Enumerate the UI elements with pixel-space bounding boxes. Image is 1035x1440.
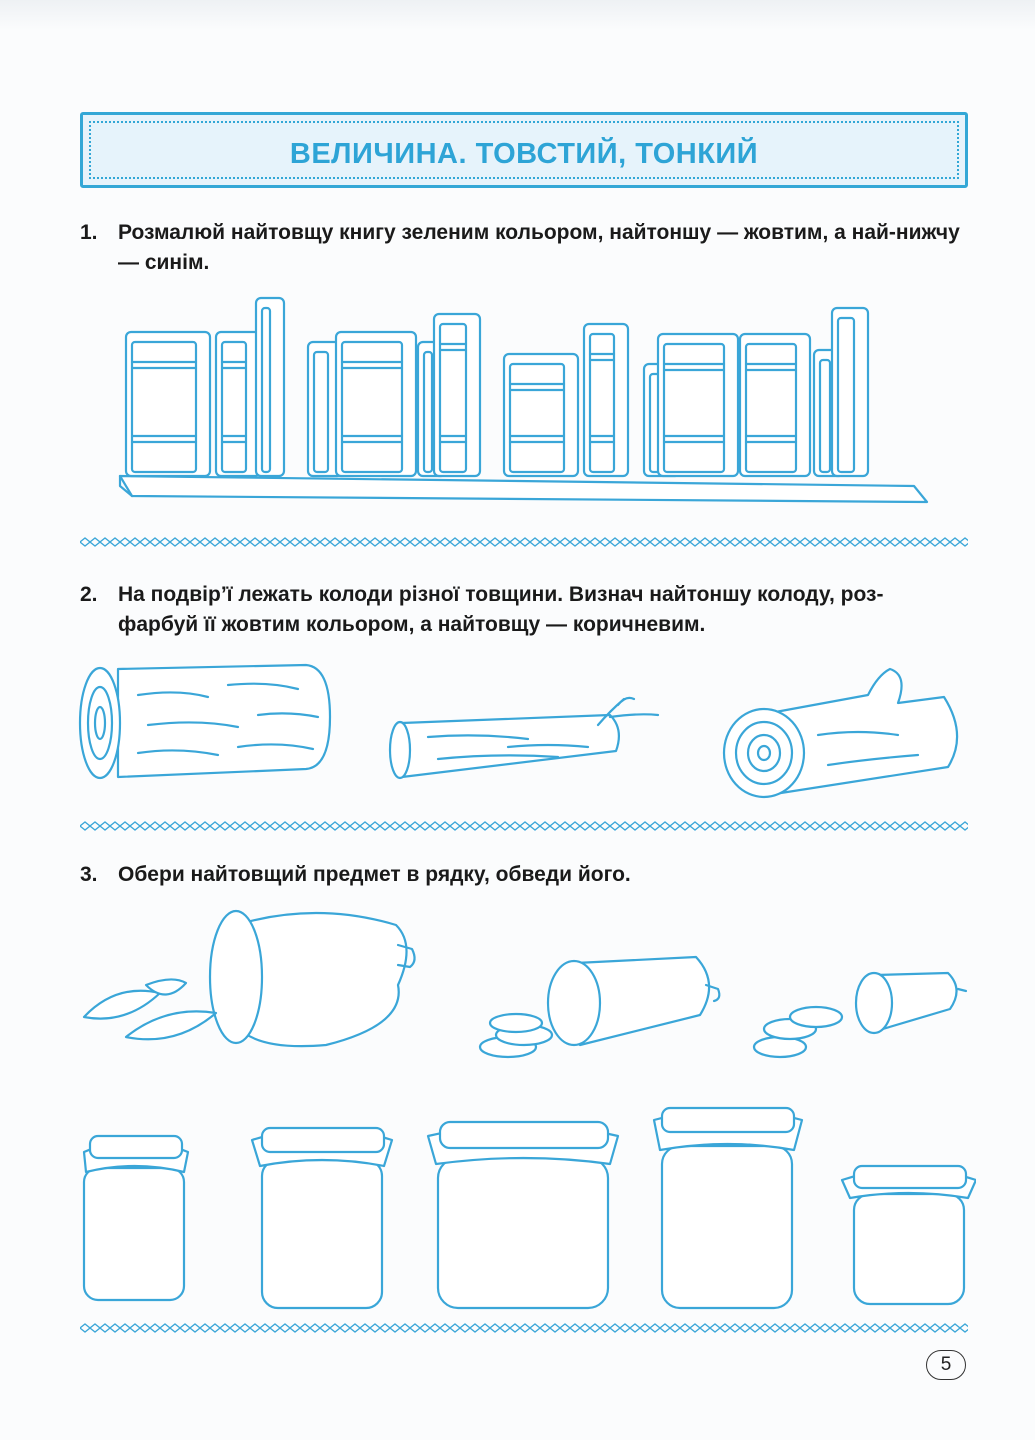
medium-log <box>722 667 959 799</box>
book <box>656 332 740 478</box>
divider <box>80 1322 968 1334</box>
thin-log <box>388 696 660 780</box>
sausages-illustration <box>76 905 976 1075</box>
task-3: 3. Обери найтовщий предмет в рядку, обве… <box>80 860 960 890</box>
book <box>582 322 630 478</box>
task-2-number: 2. <box>80 583 98 606</box>
task-3-text: Обери найтовщий предмет в рядку, обведи … <box>118 863 631 886</box>
book <box>830 306 870 478</box>
book <box>254 296 286 478</box>
logs-illustration <box>78 655 978 805</box>
thick-sausage <box>82 909 416 1048</box>
jar-1 <box>82 1134 190 1302</box>
thick-log <box>78 663 332 780</box>
task-1-text: Розмалюй найтовщу книгу зеленим кольором… <box>118 221 960 274</box>
jar-5 <box>840 1164 976 1306</box>
divider <box>80 820 968 832</box>
task-2: 2. На подвір’ї лежать колоди різної товщ… <box>80 580 960 640</box>
jar-2 <box>250 1126 394 1310</box>
divider <box>80 536 968 548</box>
task-3-number: 3. <box>80 863 98 886</box>
book <box>214 330 262 478</box>
book <box>502 352 580 478</box>
book <box>124 330 212 478</box>
task-1: 1. Розмалюй найтовщу книгу зеленим кольо… <box>80 218 960 278</box>
thin-sausage <box>752 971 968 1059</box>
book <box>738 332 812 478</box>
task-2-text: На подвір’ї лежать колоди різної товщини… <box>118 583 884 636</box>
title-banner-border <box>89 121 959 179</box>
page-number: 5 <box>926 1350 966 1380</box>
page-title: ВЕЛИЧИНА. ТОВСТИЙ, ТОНКИЙ <box>289 138 759 170</box>
title-banner: ВЕЛИЧИНА. ТОВСТИЙ, ТОНКИЙ <box>80 112 968 188</box>
jar-4 <box>652 1106 804 1310</box>
bookshelf-illustration <box>112 290 932 520</box>
jars-illustration <box>76 1100 976 1320</box>
jar-3 <box>426 1120 620 1310</box>
page-edge <box>0 0 1035 30</box>
book <box>432 312 482 478</box>
task-1-number: 1. <box>80 221 98 244</box>
medium-sausage <box>478 955 721 1059</box>
book <box>334 330 418 478</box>
